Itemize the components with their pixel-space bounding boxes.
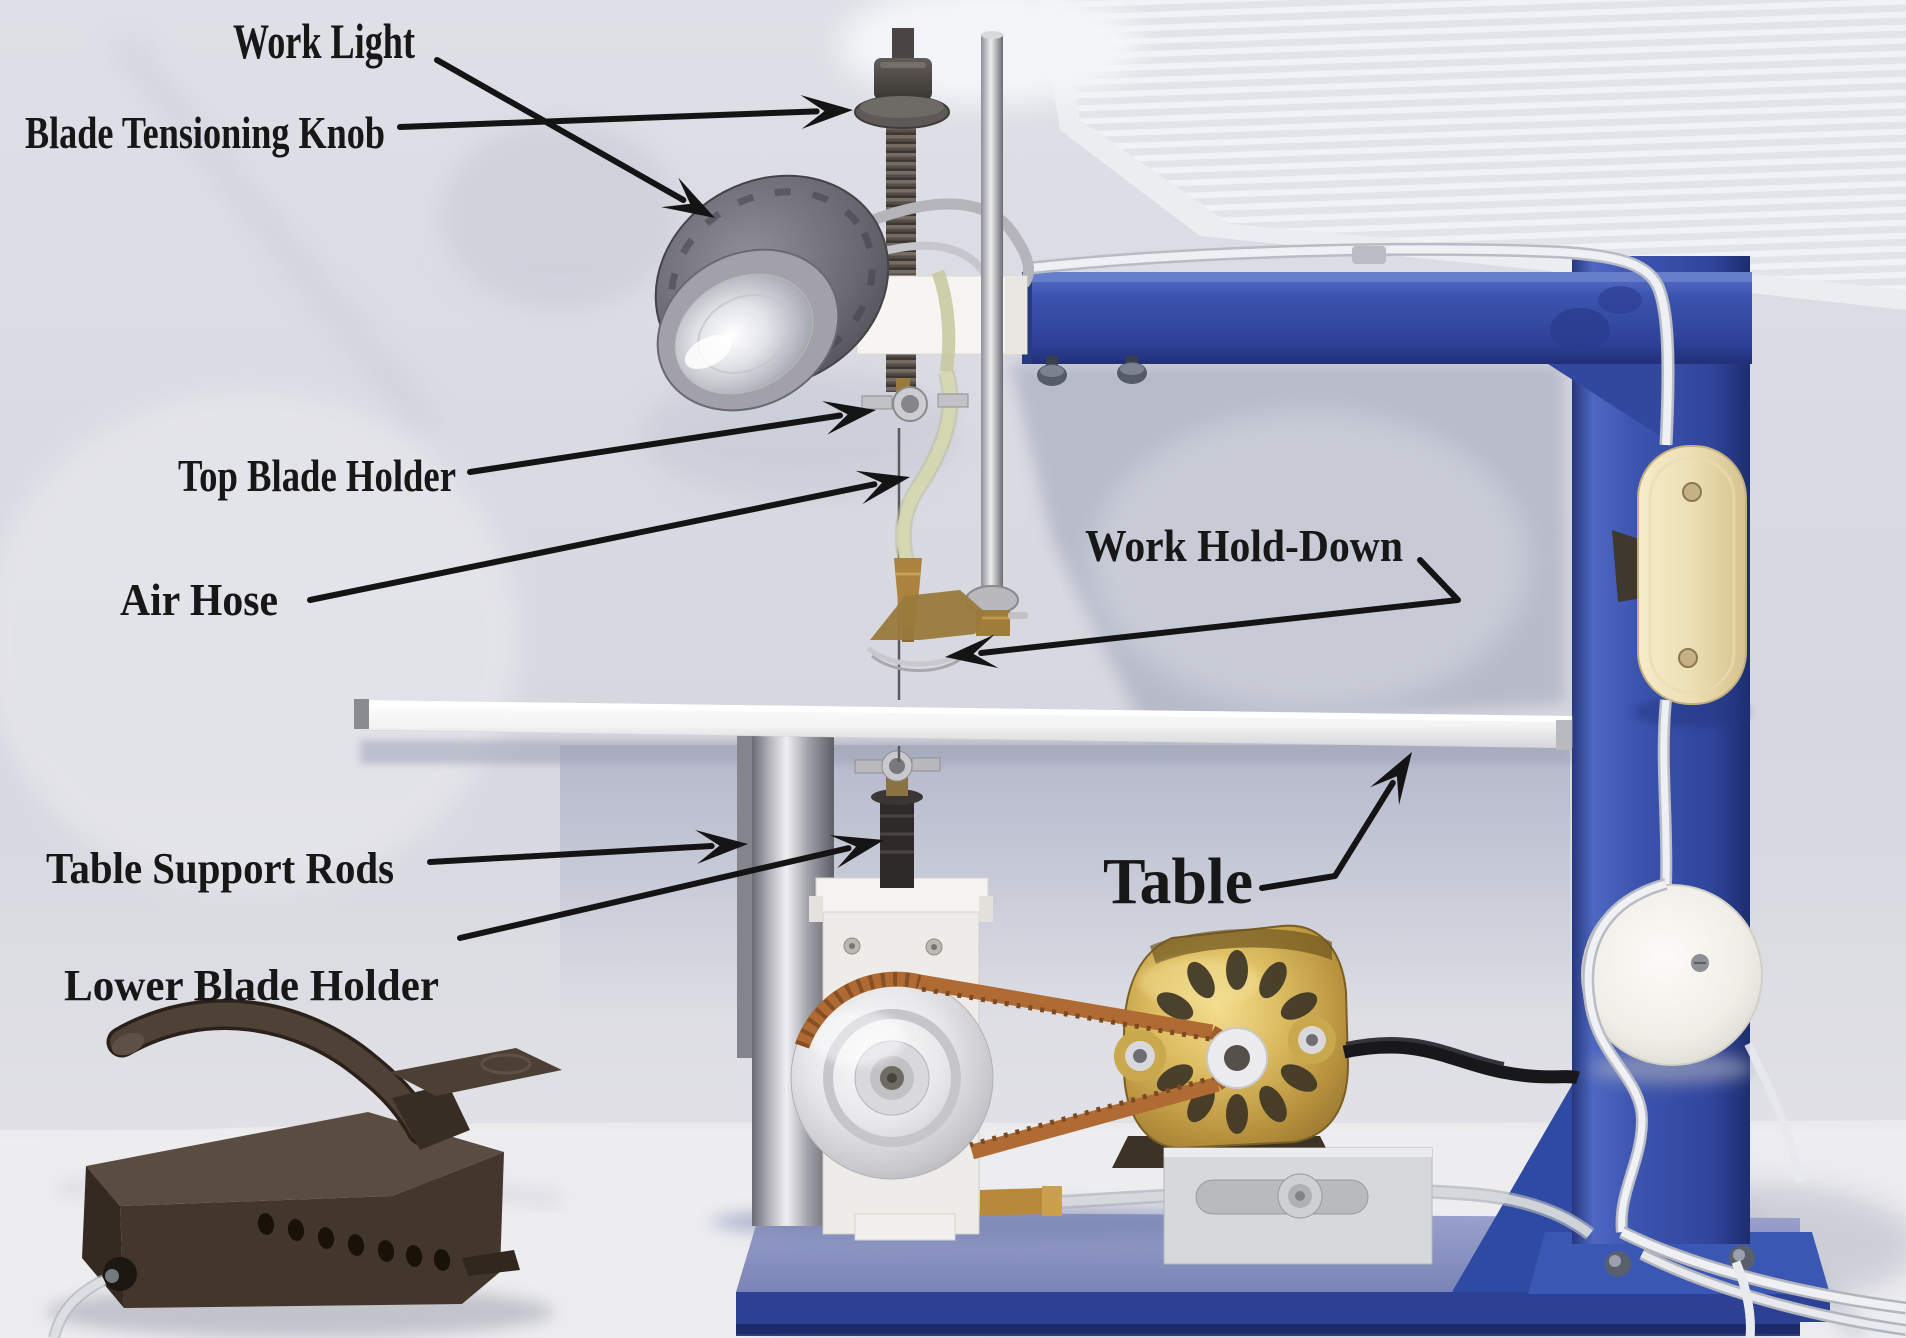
label-work-light: Work Light <box>233 13 415 69</box>
label-blade-tensioning-knob: Blade Tensioning Knob <box>25 107 385 158</box>
arrow-table-support-rods <box>427 829 748 865</box>
arrow-work-hold-down <box>945 557 1461 669</box>
arrow-top-blade-holder <box>467 401 876 475</box>
motor-vents <box>1156 950 1318 1134</box>
motor-cord-strand <box>1345 1036 1505 1066</box>
label-top-blade-holder: Top Blade Holder <box>178 450 456 501</box>
switch-toggle <box>1612 530 1642 602</box>
work-hold-down-rod <box>965 31 1028 636</box>
label-air-hose: Air Hose <box>120 574 278 625</box>
cloth-texture-top-right <box>840 0 1906 310</box>
power-cord <box>1029 242 1675 446</box>
arrow-air-hose <box>307 470 910 603</box>
work-light <box>654 174 890 412</box>
cord-clip <box>1352 246 1386 264</box>
cord-reel-disc <box>1581 699 1804 1233</box>
pedal-air-tube <box>50 1276 106 1338</box>
motor-cord <box>1342 1040 1581 1085</box>
power-switch <box>1612 445 1750 727</box>
label-lower-blade-holder: Lower Blade Holder <box>64 961 439 1010</box>
annotation-labels: Work Light Blade Tensioning Knob Top Bla… <box>25 13 1403 1010</box>
foot-pedal <box>48 999 562 1338</box>
arrow-work-light <box>434 57 715 218</box>
arrow-lower-blade-holder <box>457 835 884 941</box>
table <box>354 699 1573 750</box>
motor-mount-block <box>1163 1147 1433 1265</box>
arrow-table <box>1259 752 1412 891</box>
arm-bolts <box>1037 356 1147 386</box>
blade-tensioning-knob <box>854 28 950 129</box>
bottom-cords <box>1619 1226 1906 1338</box>
label-table: Table <box>1103 845 1253 918</box>
annotation-arrows <box>307 57 1461 941</box>
lower-blade-holder <box>854 750 941 888</box>
label-work-hold-down: Work Hold-Down <box>1085 520 1403 571</box>
drive-pulley <box>790 976 994 1180</box>
frame-arm <box>1022 272 1752 440</box>
motor-hub <box>1206 1027 1268 1089</box>
arrow-blade-tensioning-knob <box>397 94 853 130</box>
pedal-vent-holes <box>257 1213 451 1271</box>
top-blade-holder <box>861 378 969 422</box>
label-table-support-rods: Table Support Rods <box>46 844 394 893</box>
air-pump-fitting <box>980 1188 1042 1216</box>
